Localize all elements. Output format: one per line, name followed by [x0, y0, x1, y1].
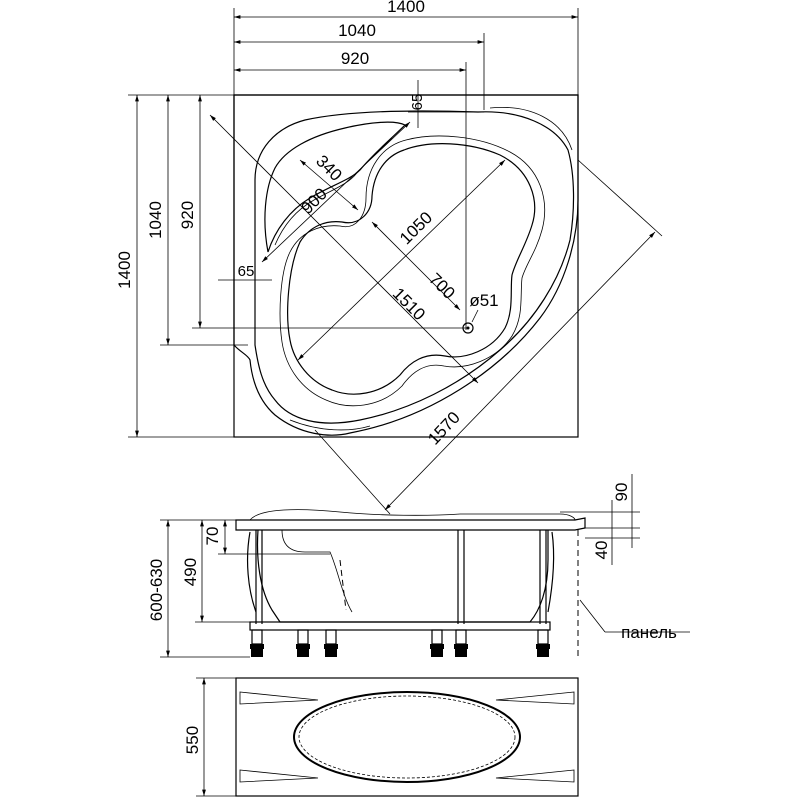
label-drain: ø51	[469, 291, 498, 310]
panel-wedge-br	[495, 769, 575, 783]
panel-wedge-tr	[495, 691, 575, 705]
tub-rim-contour	[254, 110, 575, 424]
label-700: 700	[425, 269, 458, 302]
panel-wedge-tl	[239, 691, 319, 705]
label-600-630: 600-630	[147, 559, 166, 621]
label-920-top: 920	[341, 49, 369, 68]
side-rim	[235, 517, 586, 531]
tub-rim-flourish	[489, 107, 573, 151]
tub-headrest	[264, 121, 407, 253]
label-40: 40	[592, 541, 611, 560]
side-tub-body	[256, 529, 549, 623]
panel-ellipse-outer	[293, 691, 521, 783]
label-920-left: 920	[178, 201, 197, 229]
tub-inner-bowl-2	[279, 135, 546, 407]
label-490: 490	[181, 558, 200, 586]
diag-line-1570	[384, 231, 656, 511]
tub-rim-flourish-lower	[289, 419, 371, 431]
diag-line-1050	[297, 159, 506, 361]
diag-line-1510	[209, 114, 479, 384]
label-1570: 1570	[424, 408, 464, 449]
label-70: 70	[203, 527, 222, 546]
label-340: 340	[312, 151, 345, 184]
label-1040-left: 1040	[146, 201, 165, 239]
label-65-top: 65	[409, 94, 426, 111]
panel-ellipse-inner	[298, 695, 516, 779]
top-view: 1400 1040 920 65 1400 1040 920 65 340 90…	[115, 0, 663, 515]
panel-wedge-bl	[239, 769, 319, 783]
label-1400-left: 1400	[115, 251, 134, 289]
label-90: 90	[612, 483, 631, 502]
diag-line-340	[299, 159, 359, 211]
panel-view: 550	[183, 677, 579, 797]
diag-line-1570-ext2	[314, 429, 391, 515]
label-550: 550	[183, 726, 202, 754]
label-1400-top: 1400	[387, 0, 425, 16]
panel-outer-frame	[235, 677, 579, 797]
side-rim-top-bump	[249, 509, 576, 521]
label-1040-top: 1040	[338, 21, 376, 40]
label-1050: 1050	[396, 208, 436, 248]
label-65-left: 65	[238, 263, 255, 280]
side-view: панель 600-630 490 70 90 40	[147, 474, 690, 660]
side-base-frame	[249, 621, 551, 631]
diag-line-1570-ext1	[577, 159, 663, 237]
panel-label: панель	[621, 623, 677, 642]
side-feet	[250, 629, 550, 657]
label-1510: 1510	[389, 284, 429, 324]
panel-leader	[579, 599, 606, 633]
